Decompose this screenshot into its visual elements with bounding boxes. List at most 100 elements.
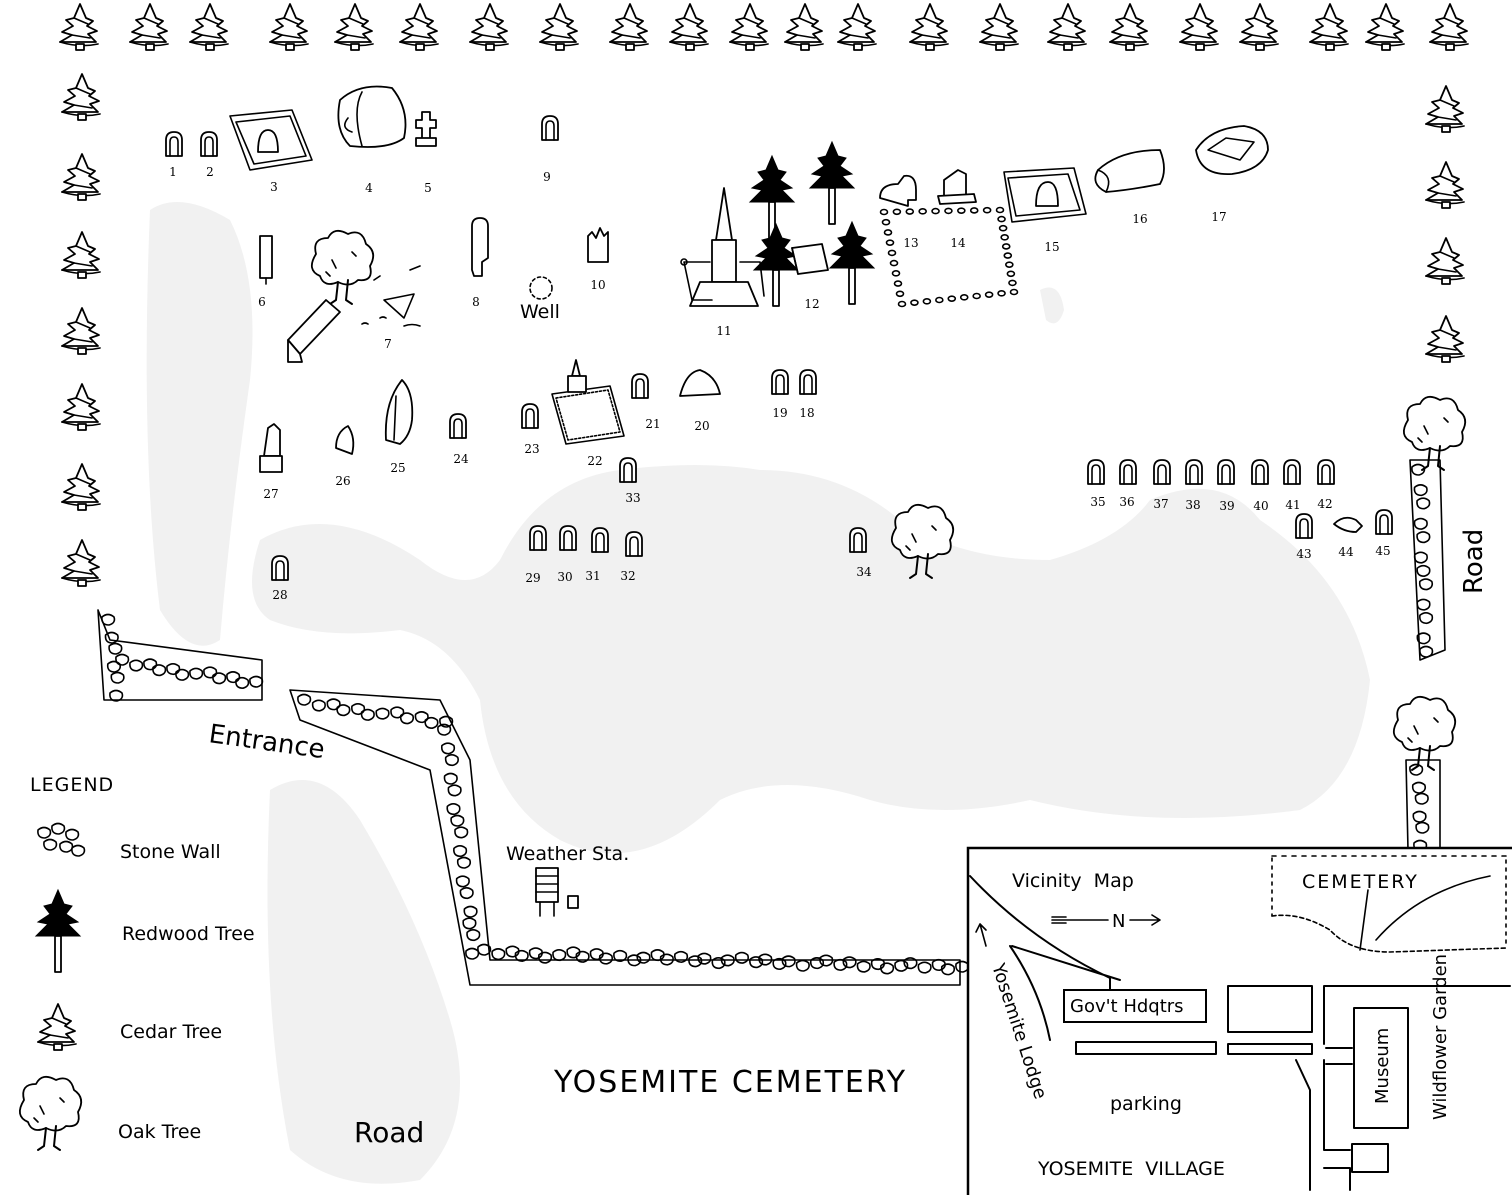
plot-4-boulder bbox=[337, 85, 407, 148]
plot-label-43: 43 bbox=[1296, 547, 1311, 561]
plot-40-headstone bbox=[1251, 459, 1269, 485]
plot-label-37: 37 bbox=[1153, 497, 1168, 511]
cedar-tree bbox=[334, 3, 374, 51]
plot-label-19: 19 bbox=[772, 406, 787, 420]
cedar-tree bbox=[979, 3, 1019, 51]
legend-label-stone-wall: Stone Wall bbox=[120, 841, 221, 863]
plot-label-42: 42 bbox=[1317, 497, 1332, 511]
cedar-tree bbox=[669, 3, 709, 51]
plot-36-headstone bbox=[1119, 459, 1137, 485]
plot-label-27: 27 bbox=[263, 487, 278, 501]
plot-label-13: 13 bbox=[903, 236, 918, 250]
plot-label-29: 29 bbox=[525, 571, 540, 585]
plot-5-cross bbox=[415, 111, 437, 147]
plot-33-headstone bbox=[619, 457, 637, 483]
plot-2-headstone bbox=[200, 131, 218, 157]
cedar-tree bbox=[1309, 3, 1349, 51]
vicinity-map: Vicinity Map N CEMETERY Gov't Hdqtrs par bbox=[966, 846, 1512, 1195]
plot-label-34: 34 bbox=[856, 565, 872, 579]
map-title: YOSEMITE CEMETERY bbox=[553, 1065, 907, 1100]
plot-42-headstone bbox=[1317, 459, 1335, 485]
plot-32-headstone bbox=[625, 531, 643, 557]
grave-markers bbox=[165, 85, 1467, 917]
plot-44-stone bbox=[1333, 516, 1363, 533]
plot-14-monument bbox=[937, 169, 977, 205]
plot-10-marker bbox=[587, 227, 609, 263]
cedar-tree bbox=[61, 383, 101, 431]
weather-station-icon bbox=[535, 867, 579, 917]
plot-label-26: 26 bbox=[335, 474, 350, 488]
cedar-tree bbox=[784, 3, 824, 51]
plot-label-21: 21 bbox=[645, 417, 660, 431]
plot-label-2: 2 bbox=[206, 165, 214, 179]
plot-18-headstone bbox=[799, 369, 817, 395]
plot-label-12: 12 bbox=[804, 297, 819, 311]
plot-22-fenced-obelisk bbox=[551, 359, 625, 445]
plot-label-7: 7 bbox=[384, 337, 392, 351]
cedar-tree bbox=[1429, 3, 1469, 51]
weather-station-label: Weather Sta. bbox=[506, 843, 629, 865]
plot-43-headstone bbox=[1295, 513, 1313, 539]
cedar-tree bbox=[61, 73, 101, 121]
plot-15-fenced-grave bbox=[1003, 167, 1087, 223]
well-label: Well bbox=[520, 301, 560, 323]
plot-24-headstone bbox=[449, 413, 467, 439]
cedar-tree bbox=[189, 3, 229, 51]
vicinity-lodge-arrow-icon bbox=[975, 923, 987, 947]
plot-label-40: 40 bbox=[1253, 499, 1268, 513]
road-label-right: Road bbox=[1459, 529, 1489, 594]
cedar-tree bbox=[59, 3, 99, 51]
plot-29-headstone bbox=[529, 525, 547, 551]
plot-label-24: 24 bbox=[453, 452, 469, 466]
plot-label-39: 39 bbox=[1219, 499, 1234, 513]
plot-label-17: 17 bbox=[1211, 210, 1226, 224]
plot-label-28: 28 bbox=[272, 588, 287, 602]
plot-35-headstone bbox=[1087, 459, 1105, 485]
plot-label-16: 16 bbox=[1132, 212, 1147, 226]
plot-9-headstone bbox=[541, 115, 559, 141]
plot-8-post bbox=[471, 217, 489, 277]
cedar-tree bbox=[539, 3, 579, 51]
legend-label-cedar-tree: Cedar Tree bbox=[120, 1021, 222, 1043]
plot-label-8: 8 bbox=[472, 295, 480, 309]
north-label: N bbox=[1112, 911, 1125, 932]
plot-39-headstone bbox=[1217, 459, 1235, 485]
plot-label-22: 22 bbox=[587, 454, 602, 468]
plot-16-log bbox=[1094, 149, 1165, 193]
plot-30-headstone bbox=[559, 525, 577, 551]
cedar-tree bbox=[1047, 3, 1087, 51]
cedar-tree-icon bbox=[37, 1003, 77, 1051]
plot-label-1: 1 bbox=[169, 165, 177, 179]
plot-label-11: 11 bbox=[716, 324, 731, 338]
plot-label-10: 10 bbox=[590, 278, 605, 292]
vicinity-cemetery-outline bbox=[1271, 855, 1509, 953]
plot-label-33: 33 bbox=[625, 491, 640, 505]
plot-45-headstone bbox=[1375, 509, 1393, 535]
plot-25-standing-stone bbox=[384, 379, 414, 445]
plot-21-headstone bbox=[631, 373, 649, 399]
plot-label-14: 14 bbox=[950, 236, 966, 250]
oak-tree bbox=[310, 229, 375, 305]
plot-26-stone bbox=[335, 425, 355, 455]
plot-38-headstone bbox=[1185, 459, 1203, 485]
plot-28-headstone bbox=[271, 555, 289, 581]
plot-label-44: 44 bbox=[1338, 545, 1354, 559]
plot-label-31: 31 bbox=[585, 569, 600, 583]
plot-34-headstone bbox=[849, 527, 867, 553]
plot-label-32: 32 bbox=[620, 569, 635, 583]
plot-label-23: 23 bbox=[524, 442, 539, 456]
plot-31-headstone bbox=[591, 527, 609, 553]
cedar-tree bbox=[1239, 3, 1279, 51]
plot-41-headstone bbox=[1283, 459, 1301, 485]
plot-label-18: 18 bbox=[799, 406, 814, 420]
cedar-tree bbox=[129, 3, 169, 51]
redwood-tree-icon bbox=[35, 889, 81, 973]
plot-1-headstone bbox=[165, 131, 183, 157]
cedar-tree bbox=[1179, 3, 1219, 51]
cedar-tree bbox=[837, 3, 877, 51]
cedar-tree bbox=[469, 3, 509, 51]
plot-13-headstone bbox=[879, 174, 917, 207]
plot-label-20: 20 bbox=[694, 419, 709, 433]
plot-label-15: 15 bbox=[1044, 240, 1059, 254]
legend: LEGEND Stone Wall Redwood Tree Cedar Tre… bbox=[18, 774, 255, 1151]
